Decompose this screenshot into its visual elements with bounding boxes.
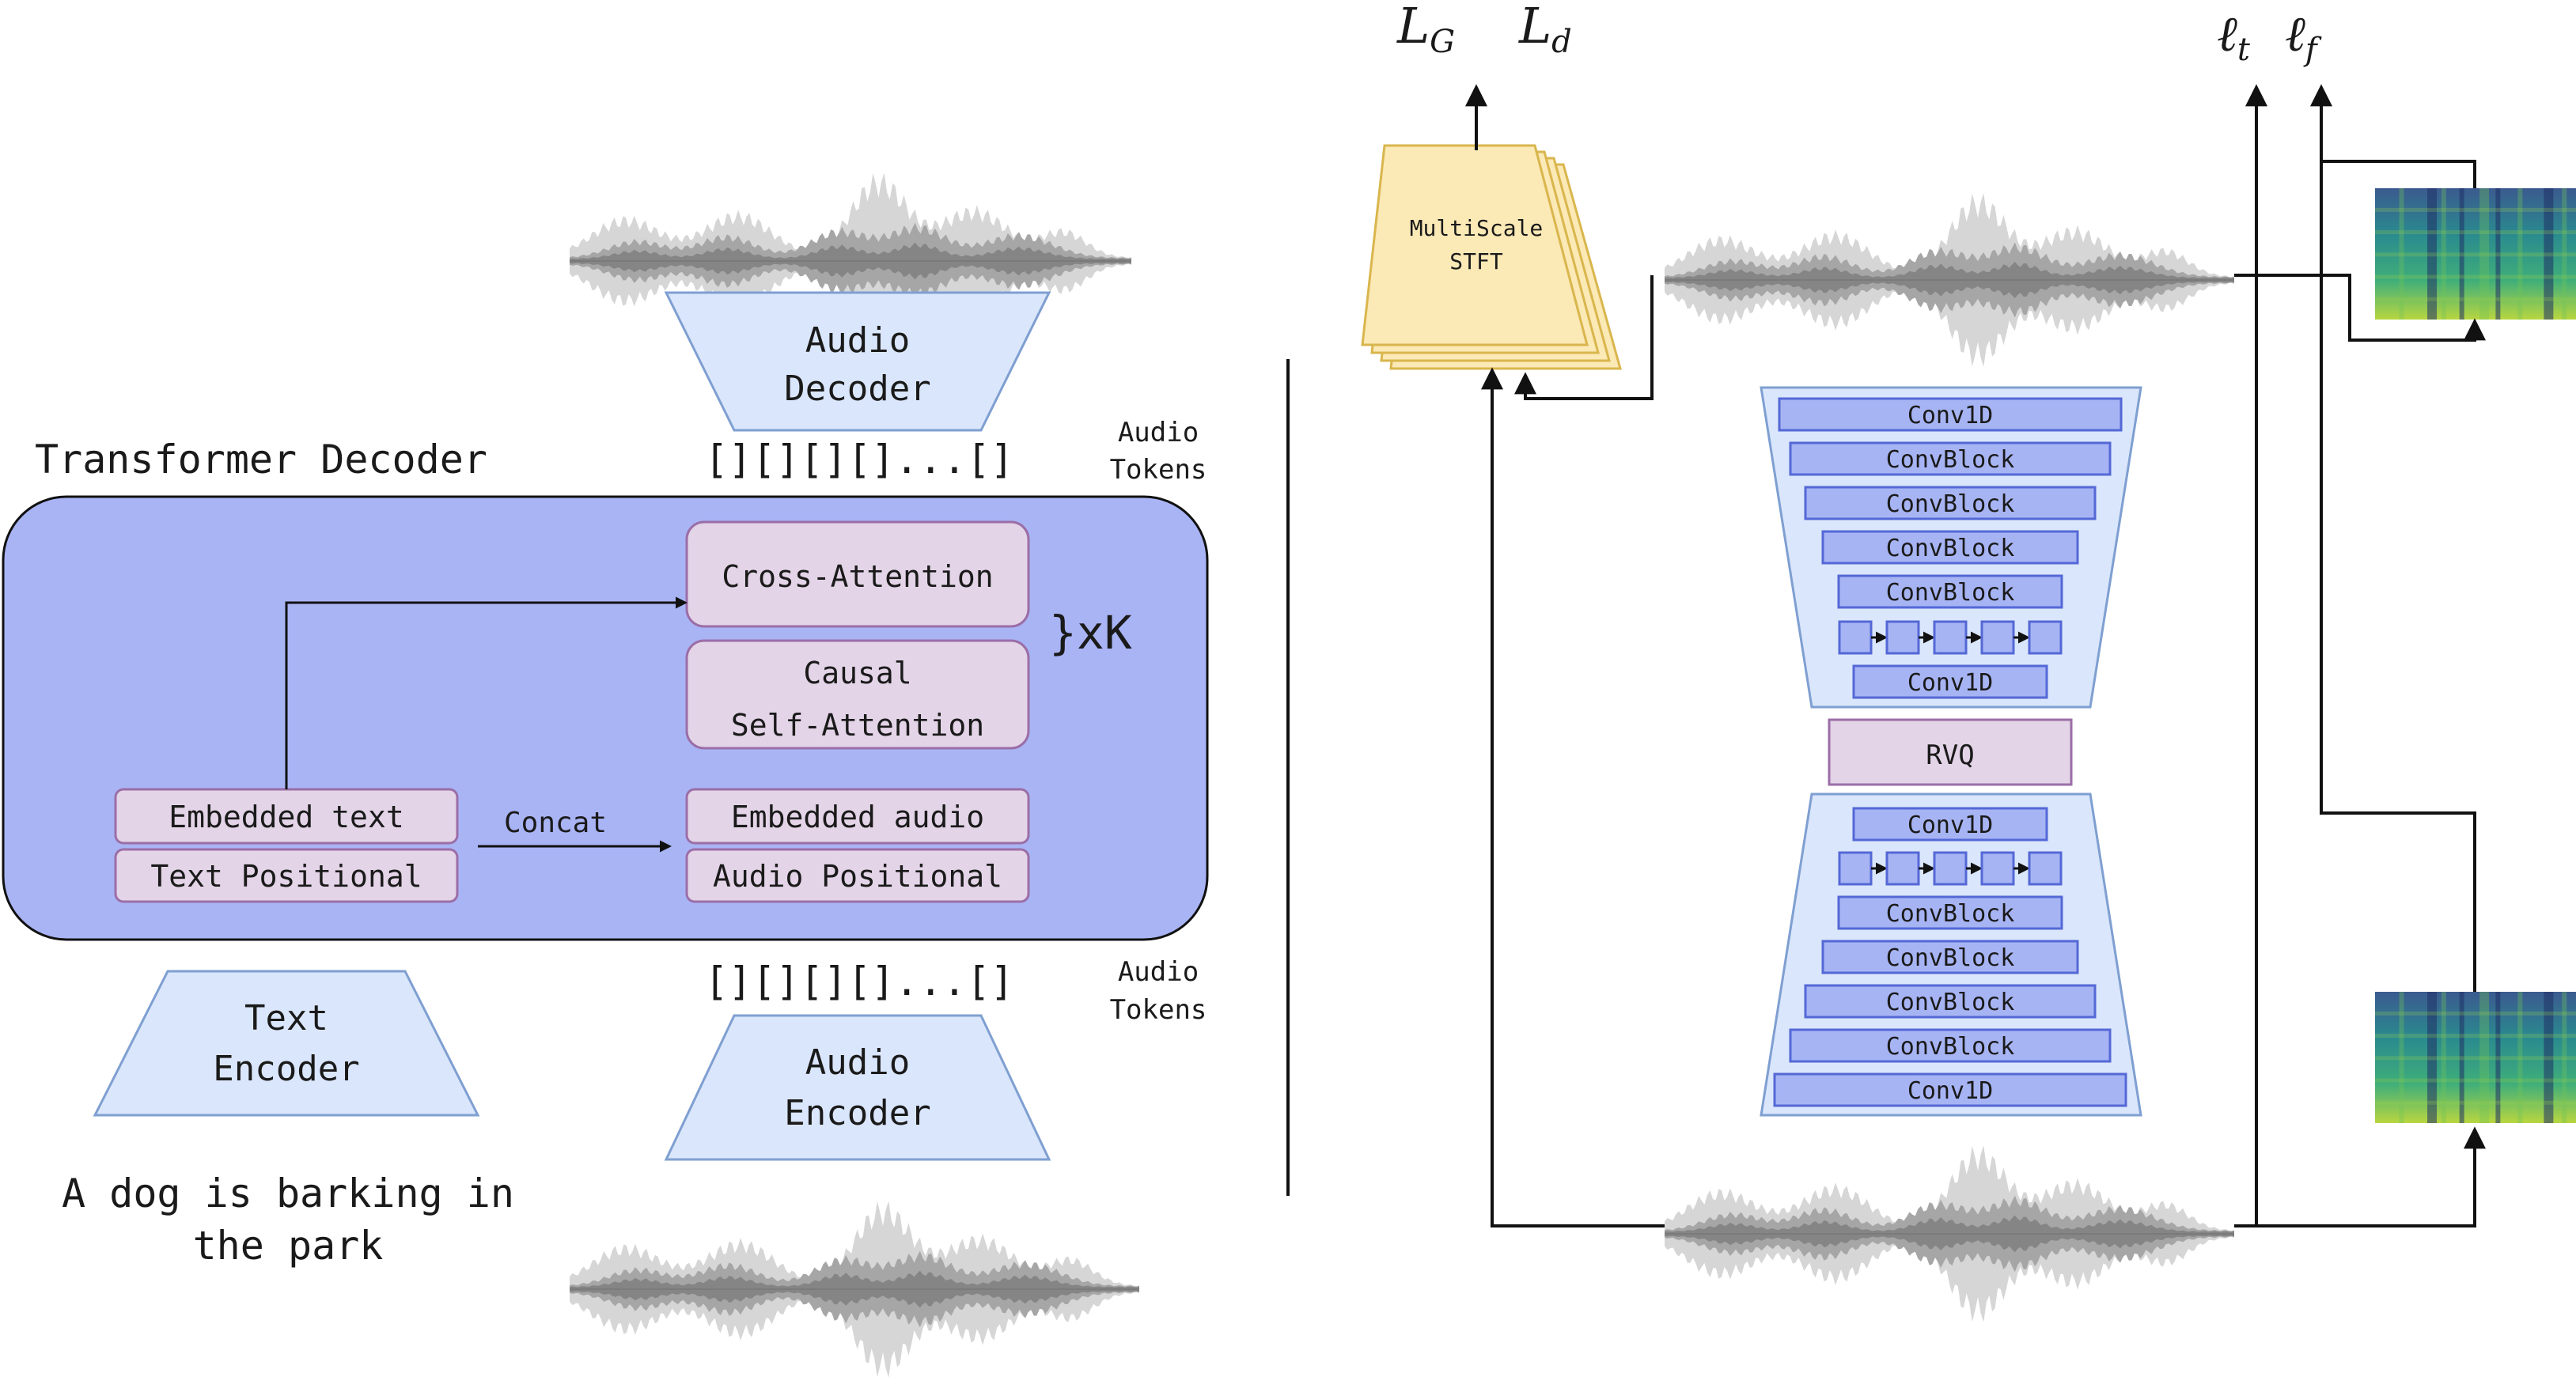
transformer-decoder-title: Transformer Decoder <box>35 437 487 482</box>
conv-block <box>1804 486 2097 520</box>
residual-unit <box>1838 851 1873 886</box>
svg-text:Audio Positional: Audio Positional <box>713 859 1002 894</box>
conv-block <box>1852 664 2048 699</box>
audio-positional-block: Audio Positional <box>685 848 1030 903</box>
conv-block <box>1837 574 2063 609</box>
audio-tokens-top: [][][][]...[] <box>704 437 1013 482</box>
svg-text:Encoder: Encoder <box>213 1049 359 1089</box>
conv-block-label: Conv1D <box>1907 402 1993 429</box>
residual-unit <box>1885 851 1920 886</box>
conv-block-label: ConvBlock <box>1886 446 2015 474</box>
conv-block-label: Conv1D <box>1907 669 1993 697</box>
embedded-audio-block: Embedded audio <box>685 788 1030 845</box>
conv-block-label: ConvBlock <box>1886 490 2015 518</box>
conv-block <box>1821 940 2079 974</box>
multiscale-stft-block: MultiScale STFT <box>1361 144 1622 370</box>
residual-unit <box>2028 620 2063 655</box>
conv-block-label: ConvBlock <box>1886 1033 2015 1061</box>
audio-tokens-top-label-2: Tokens <box>1110 454 1207 486</box>
loss-generator-label: LG <box>1396 0 1455 60</box>
residual-unit <box>1980 851 2015 886</box>
conv-block-label: Conv1D <box>1907 811 1993 839</box>
svg-text:RVQ: RVQ <box>1926 740 1974 771</box>
audio-encoder: Audio Encoder <box>664 1014 1051 1161</box>
audio-decoder: Audio Decoder <box>664 291 1051 432</box>
conv-block <box>1773 1072 2127 1107</box>
embedded-text-block: Embedded text <box>114 788 459 845</box>
residual-unit <box>1885 620 1920 655</box>
residual-unit <box>1838 620 1873 655</box>
svg-text:Text: Text <box>244 998 328 1038</box>
spectrogram-input <box>2375 992 2576 1123</box>
conv-block <box>1804 984 2097 1019</box>
audio-decoder-label-2: Decoder <box>784 369 930 409</box>
rvq-block: RVQ <box>1828 718 2073 786</box>
residual-unit <box>1933 851 1968 886</box>
waveform-input-bottom <box>570 1201 1139 1378</box>
repeat-k-label: }xK <box>1049 606 1132 660</box>
concat-label: Concat <box>504 807 607 839</box>
conv-block-label: ConvBlock <box>1886 944 2015 972</box>
svg-text:Self-Attention: Self-Attention <box>731 708 984 743</box>
conv-block <box>1821 530 2079 565</box>
audio-tokens-bottom-label-1: Audio <box>1118 956 1199 988</box>
conv-block-label: Conv1D <box>1907 1077 1993 1105</box>
codec-upper-blocks: Conv1DConvBlockConvBlockConvBlockConvBlo… <box>1778 397 2123 699</box>
svg-text:MultiScale: MultiScale <box>1410 215 1544 241</box>
loss-frequency-label: ℓf <box>2285 5 2322 68</box>
text-to-cross-attention-arrow <box>285 596 688 789</box>
text-encoder: Text Encoder <box>93 970 480 1117</box>
cross-attention-block: Cross-Attention <box>685 520 1030 628</box>
residual-unit <box>2028 851 2063 886</box>
svg-text:Cross-Attention: Cross-Attention <box>722 559 993 594</box>
residual-unit <box>1980 620 2015 655</box>
waveform-reconstructed <box>1665 193 2234 367</box>
spectrogram-reconstructed <box>2375 188 2576 320</box>
text-positional-block: Text Positional <box>114 848 459 903</box>
conv-block <box>1778 397 2123 432</box>
conv-block <box>1789 441 2112 476</box>
audio-decoder-label-1: Audio <box>805 320 910 361</box>
audio-tokens-bottom-label-2: Tokens <box>1110 994 1207 1026</box>
conv-block <box>1789 1028 2112 1063</box>
conv-block-label: ConvBlock <box>1886 989 2015 1016</box>
loss-time-label: ℓt <box>2217 5 2251 68</box>
svg-text:STFT: STFT <box>1449 248 1503 274</box>
conv-block-label: ConvBlock <box>1886 579 2015 607</box>
waveform-codec-input <box>1665 1145 2234 1322</box>
svg-text:Encoder: Encoder <box>784 1093 930 1133</box>
codec-lower-blocks: Conv1DConvBlockConvBlockConvBlockConvBlo… <box>1773 807 2127 1107</box>
text-prompt-line-1: A dog is barking in <box>62 1171 514 1216</box>
svg-text:Causal: Causal <box>803 656 911 690</box>
conv-block-label: ConvBlock <box>1886 535 2015 562</box>
conv-block <box>1837 895 2063 930</box>
text-prompt-line-2: the park <box>193 1223 384 1269</box>
svg-text:Audio: Audio <box>805 1042 910 1083</box>
audio-tokens-top-label-1: Audio <box>1118 417 1199 448</box>
connector-lines <box>1481 84 2486 1227</box>
svg-text:Embedded audio: Embedded audio <box>731 800 984 834</box>
conv-block <box>1852 807 2048 842</box>
causal-self-attention-block: Causal Self-Attention <box>685 639 1030 750</box>
conv-block-label: ConvBlock <box>1886 900 2015 928</box>
waveform-output-top <box>570 172 1131 350</box>
svg-text:Text Positional: Text Positional <box>150 859 422 894</box>
loss-discriminator-label: Ld <box>1518 0 1572 60</box>
residual-unit <box>1933 620 1968 655</box>
svg-text:Embedded text: Embedded text <box>169 800 403 834</box>
audio-tokens-bottom: [][][][]...[] <box>704 959 1013 1004</box>
